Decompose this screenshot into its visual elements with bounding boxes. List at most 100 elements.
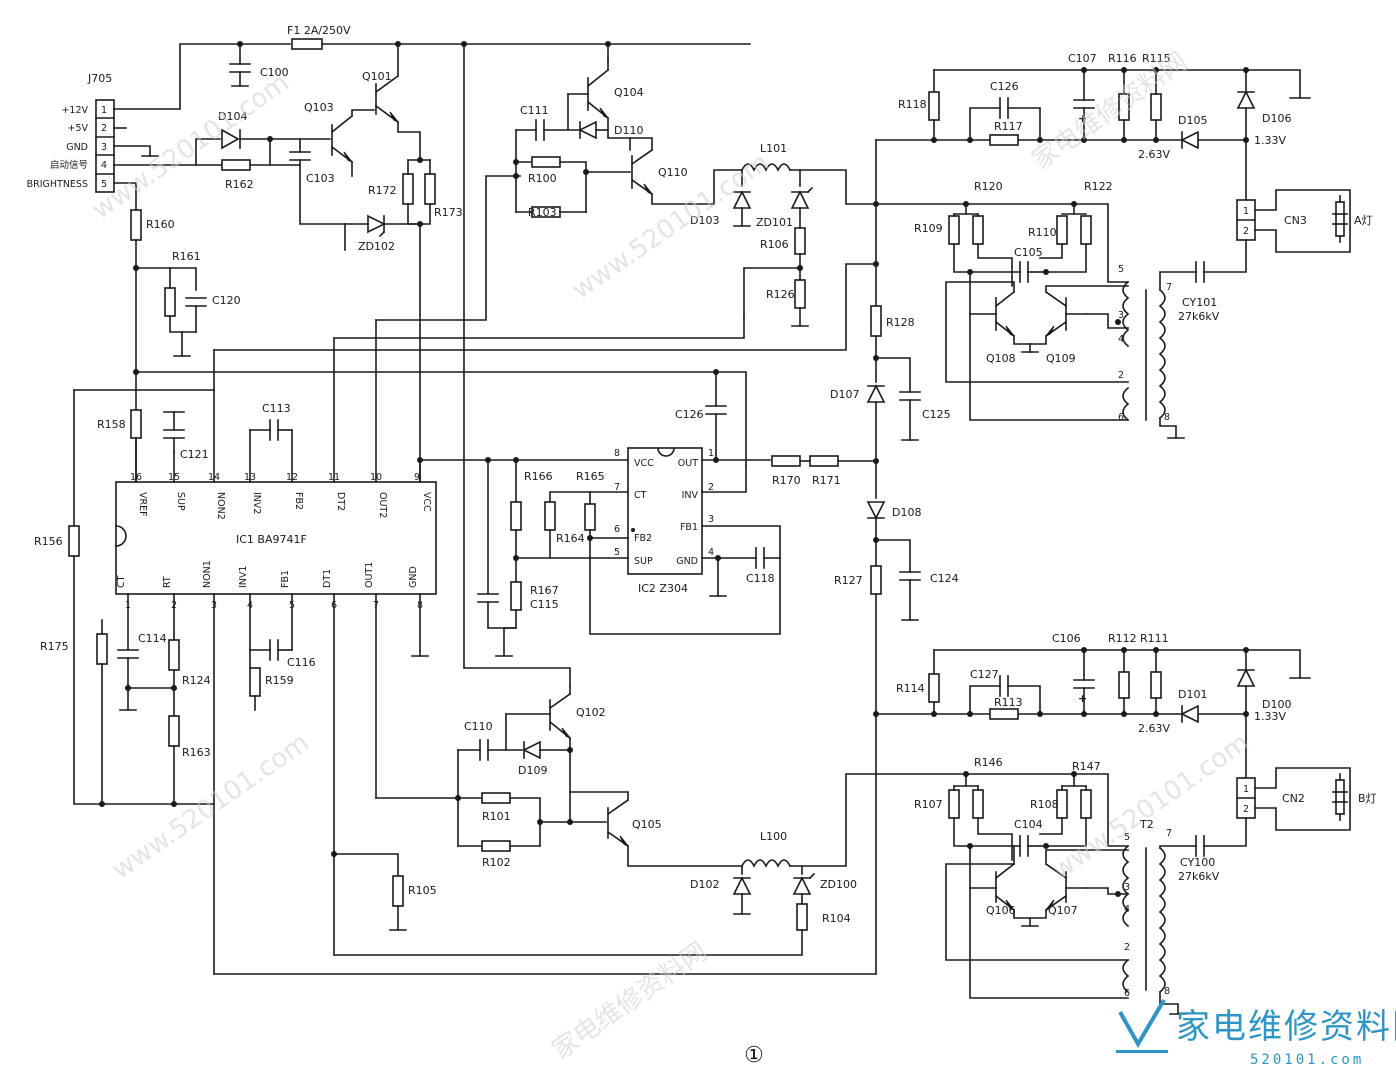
ic2-pin4-name: GND — [676, 556, 698, 567]
label-r124: R124 — [182, 674, 211, 687]
label-c126a: C126 — [990, 80, 1019, 93]
cn2-pin2: 2 — [1243, 804, 1249, 815]
watermark-text: 家电维修资料网 — [547, 937, 713, 1066]
ic1-ba9741f: IC1 BA9741F 16VREF15SUP14NON213INV212FB2… — [115, 472, 437, 611]
label-r128: R128 — [886, 316, 915, 329]
j705-pin4-label: 启动信号 — [50, 159, 88, 171]
label-d103: D103 — [690, 214, 719, 227]
ic2-pin7-name: CT — [634, 490, 647, 501]
cn3-pin2: 2 — [1243, 226, 1249, 237]
ic2-pin3-name: FB1 — [680, 522, 698, 533]
watermark-text: www.520101.com — [1047, 728, 1255, 886]
label-c115: C115 — [530, 598, 559, 611]
ic1-pin-name: INV1 — [238, 566, 249, 588]
ic1-pin-name: OUT2 — [377, 492, 388, 518]
label-c100: C100 — [260, 66, 289, 79]
j705-pin5-num: 5 — [101, 179, 107, 190]
label-133a: 1.33V — [1254, 134, 1286, 147]
label-263b: 2.63V — [1138, 722, 1170, 735]
t2-pin7: 7 — [1166, 828, 1172, 839]
ic1-pin-name: VCC — [421, 492, 432, 512]
lamp-b-output: R114 C127 R113 + C106 R112 R111 D101 2.6… — [875, 632, 1377, 1015]
label-r164: R164 — [556, 532, 585, 545]
fuse-label: F1 2A/250V — [287, 24, 351, 37]
label-r110: R110 — [1028, 226, 1057, 239]
label-d100: D100 — [1262, 698, 1291, 711]
ic2-pin5-name: SUP — [634, 556, 653, 567]
svg-text:+: + — [1078, 112, 1087, 125]
label-c121: C121 — [180, 448, 209, 461]
label-r172: R172 — [368, 184, 397, 197]
label-q109: Q109 — [1046, 352, 1076, 365]
label-cy100: CY100 — [1180, 856, 1215, 869]
label-q110: Q110 — [658, 166, 688, 179]
label-c105: C105 — [1014, 246, 1043, 259]
label-r171: R171 — [812, 474, 841, 487]
ic1-pin-name: NON1 — [202, 560, 213, 588]
logo-mark — [1118, 998, 1166, 1049]
label-r112: R112 — [1108, 632, 1137, 645]
input-power-section: F1 2A/250V C100 D104 R162 Q103 — [113, 24, 751, 485]
label-d104: D104 — [218, 110, 247, 123]
logo-name: 家电维修资料网 — [1176, 1007, 1396, 1047]
label-t2: T2 — [1139, 818, 1154, 831]
label-q108: Q108 — [986, 352, 1016, 365]
driver-b-section: Q102 D109 C110 R101 R102 Q105 — [333, 43, 877, 956]
label-r122: R122 — [1084, 180, 1113, 193]
label-zd101: ZD101 — [756, 216, 793, 229]
label-cy101v: 27k6kV — [1178, 310, 1220, 323]
j705-pin2-num: 2 — [101, 123, 107, 134]
label-l101: L101 — [760, 142, 787, 155]
j705-pin3-num: 3 — [101, 142, 107, 153]
ic1-periphery: R156 R158 C121 C113 R175 C114 — [34, 175, 877, 931]
label-r146: R146 — [974, 756, 1003, 769]
ic1-pin-name: CT — [116, 575, 127, 588]
ic2-label: IC2 Z304 — [638, 582, 688, 595]
label-c113: C113 — [262, 402, 291, 415]
t2-pin5: 5 — [1124, 832, 1130, 843]
label-r115: R115 — [1142, 52, 1171, 65]
ic2-pin6-name: FB2 — [634, 533, 652, 544]
label-r163: R163 — [182, 746, 211, 759]
label-q103: Q103 — [304, 101, 334, 114]
label-r116: R116 — [1108, 52, 1137, 65]
logo-url: 520101.com — [1250, 1052, 1364, 1068]
label-r108: R108 — [1030, 798, 1059, 811]
label-d105: D105 — [1178, 114, 1207, 127]
label-d108: D108 — [892, 506, 921, 519]
label-c120: C120 — [212, 294, 241, 307]
t1-pin4: 4 — [1118, 334, 1124, 345]
label-r158: R158 — [97, 418, 126, 431]
cn2-pin1: 1 — [1243, 784, 1249, 795]
label-cy101: CY101 — [1182, 296, 1217, 309]
ic2-pin2-name: INV — [682, 490, 699, 501]
j705-pin2-label: +5V — [67, 123, 88, 134]
label-lamp-b: B灯 — [1358, 792, 1377, 805]
label-r114: R114 — [896, 682, 925, 695]
svg-text:+: + — [1078, 692, 1087, 705]
j705-ref: J705 — [87, 72, 112, 85]
ic1-pin-name: SUP — [175, 492, 186, 511]
label-c125: C125 — [922, 408, 951, 421]
label-l100: L100 — [760, 830, 787, 843]
label-q107: Q107 — [1048, 904, 1078, 917]
label-d107: D107 — [830, 388, 859, 401]
ic2-z304: VCC CT FB2 SUP OUT INV FB1 GND 8 7 6 5 1… — [614, 447, 714, 595]
label-r117: R117 — [994, 120, 1023, 133]
label-r118: R118 — [898, 98, 927, 111]
label-r170: R170 — [772, 474, 801, 487]
ic1-pin-name: GND — [408, 566, 419, 588]
cn3-pin1: 1 — [1243, 206, 1249, 217]
driver-a-section: Q104 D110 C111 R100 R103 Q110 — [513, 43, 877, 327]
label-q101: Q101 — [362, 70, 392, 83]
label-r161: R161 — [172, 250, 201, 263]
ic2-pin7-num: 7 — [614, 482, 620, 493]
label-r159: R159 — [265, 674, 294, 687]
label-r106: R106 — [760, 238, 789, 251]
label-r147: R147 — [1072, 760, 1101, 773]
label-r162: R162 — [225, 178, 254, 191]
label-r111: R111 — [1140, 632, 1169, 645]
t2-pin3: 3 — [1124, 882, 1130, 893]
label-d109: D109 — [518, 764, 547, 777]
